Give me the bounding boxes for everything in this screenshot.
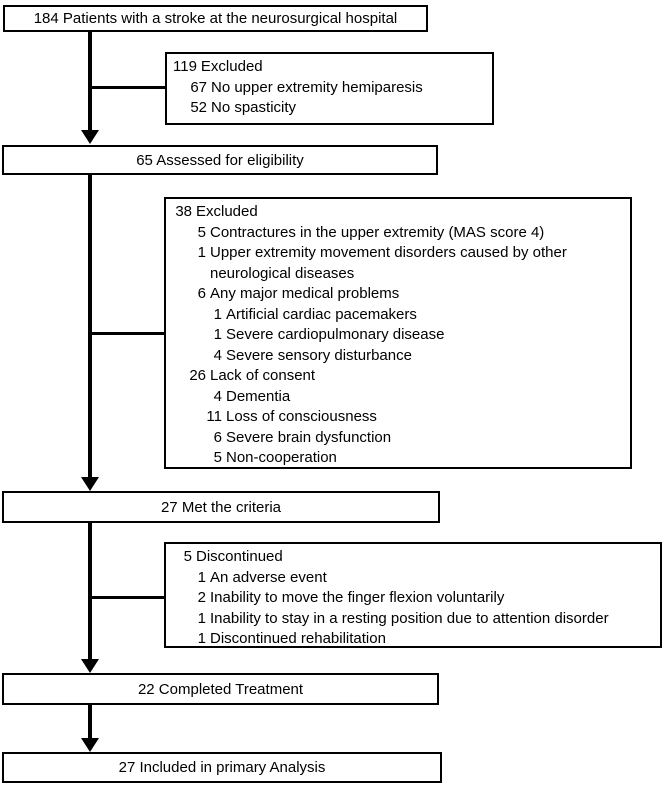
- line-count: 52: [190, 99, 207, 116]
- line-text: Artificial cardiac pacemakers: [226, 305, 417, 323]
- box-met-criteria-label: 27 Met the criteria: [160, 498, 282, 516]
- line-count: 1: [197, 244, 206, 261]
- line-text: Severe cardiopulmonary disease: [226, 326, 445, 343]
- line-text: Any major medical problems: [210, 285, 400, 302]
- box-assessed: 65 Assessed for eligibility: [2, 145, 438, 175]
- flow-line-assessed-to-criteria: [88, 174, 92, 478]
- box-completed-treatment: 22 Completed Treatment: [2, 673, 439, 705]
- line-count: 5: [213, 449, 222, 466]
- line-count: 2: [197, 589, 206, 606]
- line-count: 4: [213, 387, 222, 405]
- arrow-down-icon: [81, 477, 99, 491]
- connector-excluded-screening: [90, 86, 167, 89]
- arrow-down-icon: [81, 659, 99, 673]
- line-text: Excluded: [196, 203, 258, 220]
- line-count: 1: [197, 568, 206, 586]
- line-text: Excluded: [200, 58, 263, 75]
- line-text: Non-cooperation: [226, 449, 337, 466]
- line-count: 1: [197, 630, 206, 647]
- box-screened: 184 Patients with a stroke at the neuros…: [3, 5, 428, 32]
- line-count: 38: [175, 203, 192, 220]
- box-primary-analysis: 27 Included in primary Analysis: [2, 752, 442, 783]
- arrow-down-icon: [81, 130, 99, 144]
- line-count: 6: [213, 428, 222, 446]
- box-screened-label: 184 Patients with a stroke at the neuros…: [33, 10, 398, 27]
- line-count: 5: [183, 548, 192, 565]
- line-count: 26: [189, 367, 206, 384]
- line-text: Inability to move the finger flexion vol…: [210, 589, 505, 606]
- line-count: 5: [197, 223, 206, 241]
- line-text: Severe sensory disturbance: [226, 346, 412, 364]
- arrow-down-icon: [81, 738, 99, 752]
- connector-discontinued: [90, 596, 167, 599]
- flow-line-completed-to-analyzed: [88, 704, 92, 739]
- line-count: 1: [197, 609, 206, 627]
- box-met-criteria: 27 Met the criteria: [2, 491, 440, 523]
- line-count: 6: [197, 285, 206, 302]
- flow-line-criteria-to-completed: [88, 522, 92, 660]
- line-text: Loss of consciousness: [226, 408, 377, 425]
- box-assessed-label: 65 Assessed for eligibility: [136, 151, 304, 169]
- line-count: 1: [213, 326, 222, 343]
- line-text: Upper extremity movement disorders cause…: [210, 244, 567, 282]
- line-count: 67: [190, 78, 207, 96]
- line-text: Dementia: [226, 387, 291, 405]
- line-count: 119: [173, 58, 197, 75]
- line-text: Discontinued rehabilitation: [210, 630, 386, 647]
- line-text: Severe brain dysfunction: [226, 428, 392, 446]
- line-text: Discontinued: [196, 548, 283, 565]
- line-text: Contractures in the upper extremity (MAS…: [210, 223, 545, 241]
- line-text: Lack of consent: [210, 367, 316, 384]
- box-completed-treatment-label: 22 Completed Treatment: [137, 680, 304, 698]
- connector-excluded-eligibility: [90, 332, 167, 335]
- flow-line-screened-to-assessed: [88, 30, 92, 132]
- line-text: No spasticity: [211, 99, 297, 116]
- line-text: No upper extremity hemiparesis: [211, 78, 423, 96]
- box-primary-analysis-label: 27 Included in primary Analysis: [118, 759, 326, 776]
- line-count: 1: [213, 305, 222, 323]
- line-text: Inability to stay in a resting position …: [210, 609, 609, 627]
- line-count: 4: [213, 346, 222, 364]
- line-count: 11: [206, 408, 222, 425]
- line-text: An adverse event: [210, 568, 327, 586]
